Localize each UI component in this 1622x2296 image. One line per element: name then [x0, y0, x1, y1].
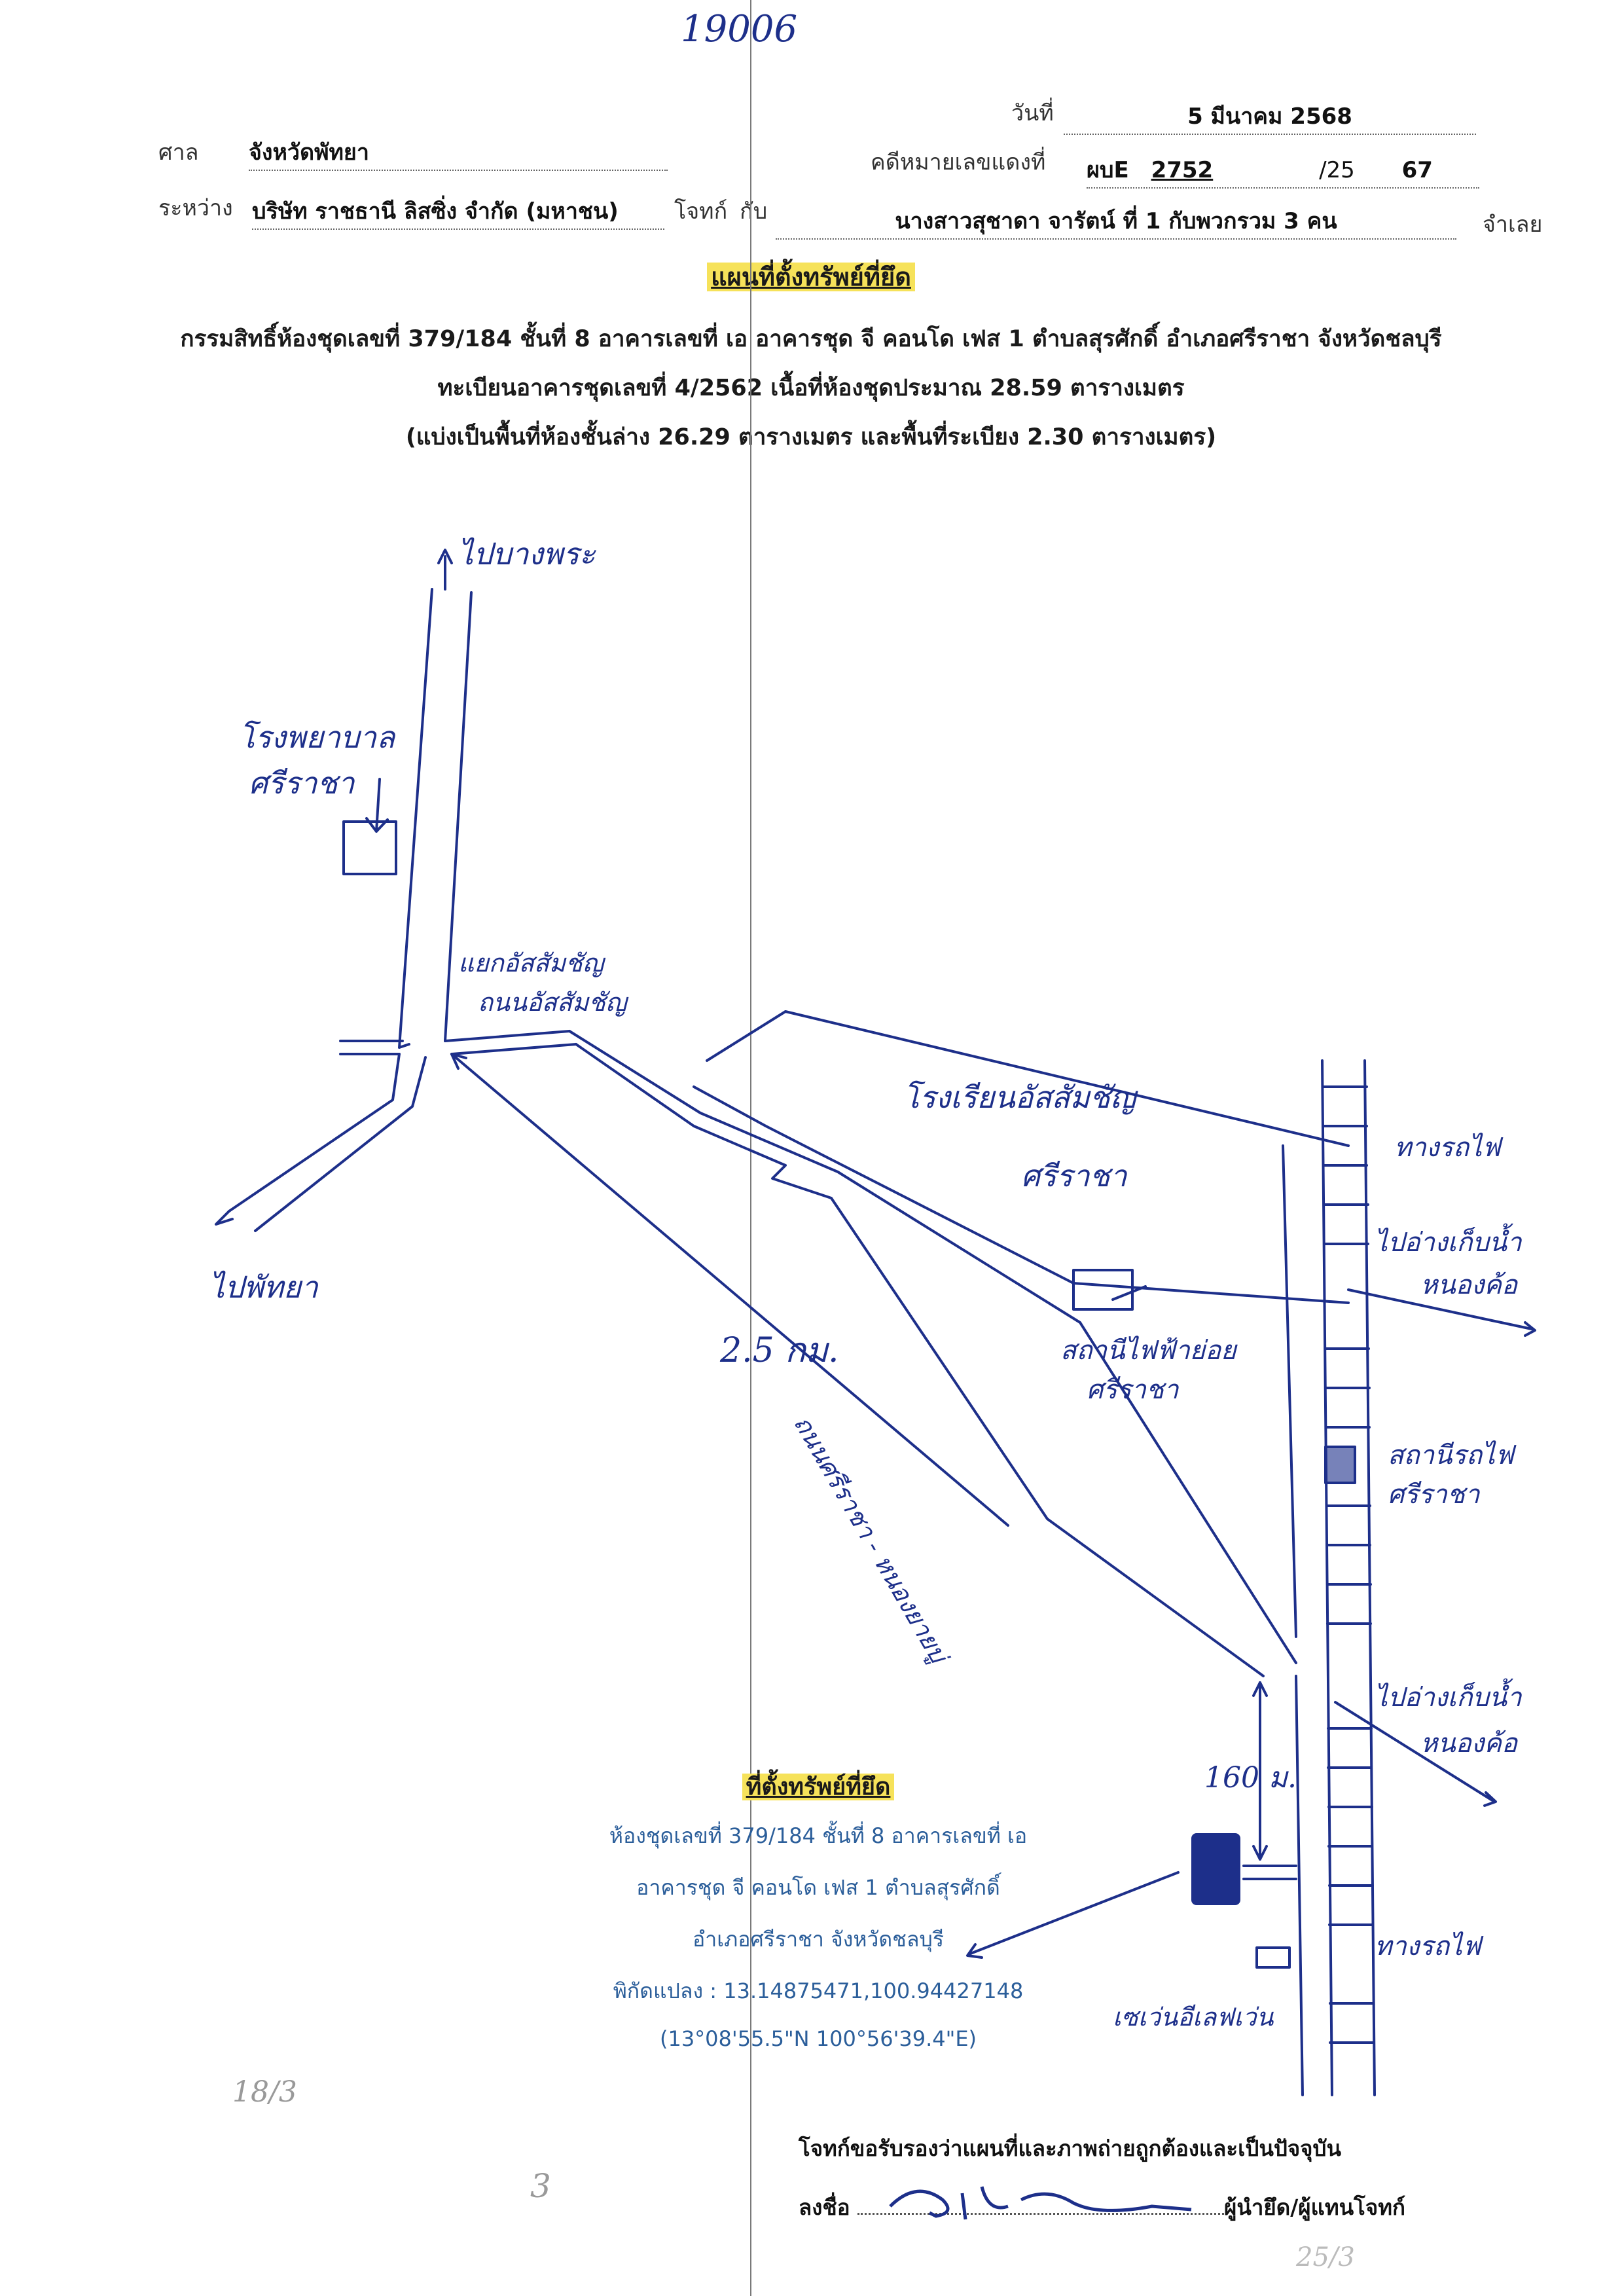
label-to-dam-2: ไปอ่างเก็บน้ำ: [1375, 1683, 1522, 1713]
location-title: ที่ตั้งทรัพย์ที่ยึด: [742, 1774, 895, 1800]
case-number: 2752: [1151, 157, 1214, 183]
description-line-1: กรรมสิทธิ์ห้องชุดเลขที่ 379/184 ชั้นที่ …: [180, 326, 1442, 352]
case-label: คดีหมายเลขแดงที่: [871, 149, 1046, 175]
label-substation-2: ศรีราชา: [1087, 1375, 1179, 1405]
between-label: ระหว่าง: [158, 195, 233, 221]
label-railway-2: ทางรถไฟ: [1375, 1931, 1481, 1961]
label-meters: 160 ม.: [1204, 1761, 1297, 1795]
defendant: นางสาวสุชาดา จารัตน์ ที่ 1 กับพวกรวม 3 ค…: [776, 203, 1456, 240]
margin-note-right: 25/3: [1296, 2242, 1355, 2272]
with-label: กับ: [740, 198, 768, 225]
court-label: ศาล: [158, 139, 199, 166]
sign-label: ลงชื่อ: [799, 2195, 850, 2220]
court-value: จังหวัดพัทยา: [249, 134, 668, 171]
handwritten-doc-number: 19006: [681, 8, 798, 50]
case-slash: /25: [1319, 157, 1355, 183]
label-railway-1: ทางรถไฟ: [1394, 1133, 1501, 1163]
date-value: 5 มีนาคม 2568: [1064, 98, 1476, 135]
margin-note-bottom: 3: [530, 2167, 551, 2205]
date-label: วันที่: [1011, 100, 1054, 126]
label-to-dam-2b: หนองค้อ: [1420, 1728, 1518, 1758]
case-year: 67: [1401, 157, 1433, 183]
defendant-label: จำเลย: [1483, 211, 1543, 238]
plaintiff-label: โจทก์: [674, 198, 728, 225]
location-dms: (13°08'55.5"N 100°56'39.4"E): [659, 2026, 977, 2051]
label-junction-2: ถนนอัสสัมชัญ: [478, 988, 627, 1017]
location-line-2: อาคารชุด จี คอนโด เฟส 1 ตำบลสุรศักดิ์: [636, 1875, 1000, 1900]
description-line-2: ทะเบียนอาคารชุดเลขที่ 4/2562 เนื้อที่ห้อ…: [437, 375, 1185, 401]
label-to-dam-1: ไปอ่างเก็บน้ำ: [1375, 1228, 1522, 1258]
label-to-dam-1b: หนองค้อ: [1420, 1270, 1518, 1300]
label-station-2: ศรีราชา: [1388, 1480, 1480, 1510]
sign-role: ผู้นำยึด/ผู้แทนโจทก์: [1224, 2195, 1405, 2220]
location-coordinates: พิกัดแปลง : 13.14875471,100.94427148: [613, 1978, 1024, 2003]
signature-line: [857, 2213, 1224, 2215]
location-block: ที่ตั้งทรัพย์ที่ยึด ห้องชุดเลขที่ 379/18…: [563, 1768, 1073, 2051]
location-line-1: ห้องชุดเลขที่ 379/184 ชั้นที่ 8 อาคารเลข…: [609, 1823, 1028, 1848]
case-prefix: ผบE: [1087, 157, 1129, 183]
header: วันที่ 5 มีนาคม 2568 ศาล จังหวัดพัทยา คด…: [0, 0, 1622, 249]
case-number-field: ผบE 2752 /25 67: [1087, 152, 1479, 189]
plaintiff: บริษัท ราชธานี ลิสซิ่ง จำกัด (มหาชน): [252, 193, 664, 230]
label-to-bang-phra: ไปบางพระ: [458, 536, 596, 572]
fold-line: [750, 0, 751, 2296]
description-line-3: (แบ่งเป็นพื้นที่ห้องชั้นล่าง 26.29 ตาราง…: [405, 424, 1217, 450]
label-seven-eleven: เซเว่นอีเลฟเว่น: [1113, 2003, 1274, 2032]
margin-note-left: 18/3: [232, 2075, 297, 2109]
label-hospital: โรงพยาบาล: [239, 720, 395, 755]
label-hospital-2: ศรีราชา: [249, 765, 355, 801]
label-junction: แยกอัสสัมชัญ: [458, 949, 604, 977]
label-school: โรงเรียนอัสสัมชัญ: [903, 1080, 1136, 1115]
property-marker: [1191, 1833, 1240, 1905]
label-substation: สถานีไฟฟ้าย่อย: [1060, 1336, 1236, 1366]
signature: [889, 2186, 1192, 2220]
label-station: สถานีรถไฟ: [1388, 1440, 1514, 1470]
page-title: แผนที่ตั้งทรัพย์ที่ยึด: [0, 257, 1622, 297]
label-school-2: ศรีราชา: [1021, 1158, 1127, 1194]
label-distance: 2.5 กม.: [720, 1331, 839, 1370]
label-to-pattaya: ไปพัทยา: [209, 1269, 318, 1305]
location-line-3: อำเภอศรีราชา จังหวัดชลบุรี: [693, 1927, 944, 1952]
certification-statement: โจทก์ขอรับรองว่าแผนที่และภาพถ่ายถูกต้องแ…: [799, 2136, 1342, 2161]
